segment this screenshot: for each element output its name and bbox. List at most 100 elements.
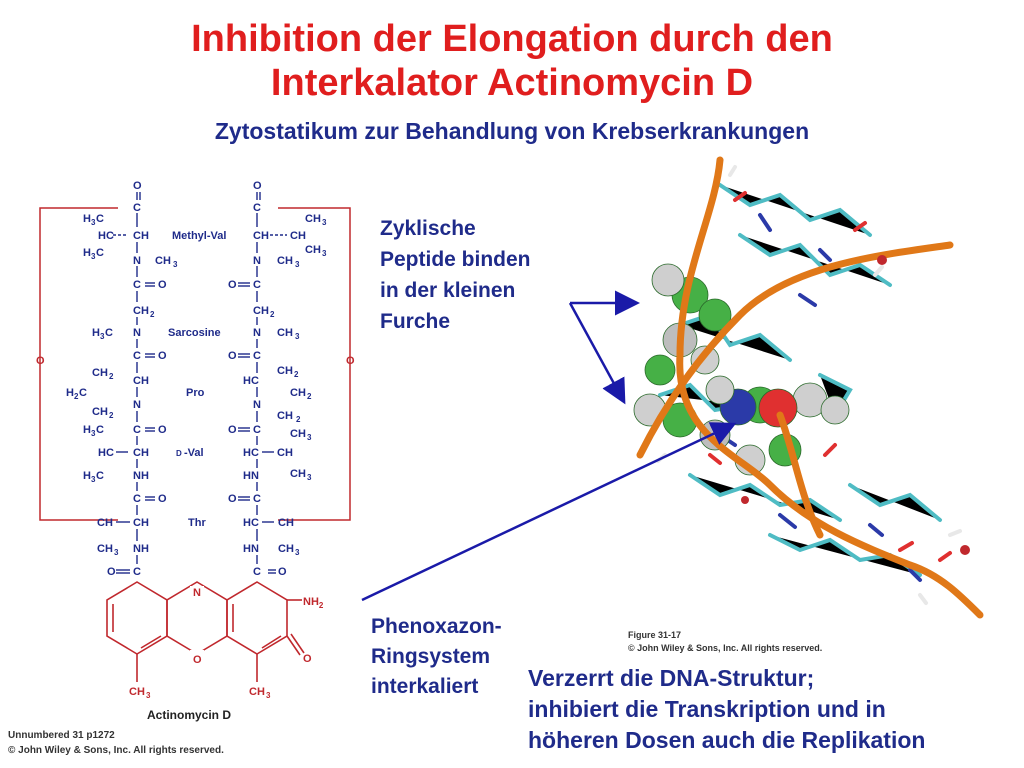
svg-text:N: N: [253, 327, 261, 339]
svg-text:2: 2: [307, 392, 312, 401]
svg-text:C: C: [133, 493, 141, 505]
svg-text:3: 3: [295, 260, 300, 269]
svg-text:CH: CH: [129, 686, 145, 698]
svg-text:2: 2: [150, 310, 155, 319]
svg-text:CH: CH: [133, 375, 149, 387]
svg-text:H: H: [83, 470, 91, 482]
svg-text:O: O: [228, 424, 237, 436]
svg-text:HC: HC: [98, 447, 114, 459]
svg-text:O: O: [278, 566, 287, 578]
structure-credit: Unnumbered 31 p1272 © John Wiley & Sons,…: [8, 730, 224, 756]
svg-text:3: 3: [114, 548, 119, 557]
svg-text:CH: CH: [277, 410, 293, 422]
residue-methylval: Methyl-Val: [172, 230, 226, 242]
compound-name: Actinomycin D: [147, 708, 231, 722]
ring-o-label: O: [193, 654, 202, 666]
svg-text:O: O: [158, 279, 167, 291]
svg-text:CH: CH: [277, 365, 293, 377]
svg-text:O: O: [158, 350, 167, 362]
svg-text:2: 2: [74, 392, 79, 401]
svg-text:CH: CH: [92, 406, 108, 418]
svg-text:3: 3: [322, 218, 327, 227]
svg-text:3: 3: [100, 332, 105, 341]
residue-thr: Thr: [188, 517, 206, 529]
svg-text:3: 3: [173, 260, 178, 269]
svg-text:3: 3: [295, 332, 300, 341]
svg-text:HC: HC: [243, 517, 259, 529]
svg-text:O: O: [107, 566, 116, 578]
svg-text:O: O: [158, 424, 167, 436]
svg-text:3: 3: [307, 433, 312, 442]
svg-text:CH: CH: [290, 428, 306, 440]
svg-text:C: C: [253, 279, 261, 291]
svg-text:CH: CH: [290, 387, 306, 399]
svg-text:CH: CH: [290, 468, 306, 480]
svg-text:C: C: [133, 202, 141, 214]
svg-text:C: C: [96, 470, 104, 482]
svg-text:3: 3: [91, 475, 96, 484]
svg-text:O: O: [228, 279, 237, 291]
svg-text:N: N: [253, 255, 261, 267]
svg-text:CH: CH: [277, 447, 293, 459]
svg-text:CH: CH: [278, 543, 294, 555]
svg-text:O: O: [228, 493, 237, 505]
svg-text:CH: CH: [277, 327, 293, 339]
svg-text:3: 3: [146, 691, 151, 700]
svg-text:NH: NH: [133, 470, 149, 482]
phenoxazone-annotation: Phenoxazon- Ringsystem interkaliert: [371, 615, 502, 698]
svg-text:O: O: [303, 653, 312, 665]
svg-text:CH: CH: [133, 517, 149, 529]
svg-text:N: N: [133, 327, 141, 339]
svg-text:N: N: [133, 255, 141, 267]
svg-text:C: C: [96, 213, 104, 225]
svg-text:H: H: [83, 247, 91, 259]
svg-text:NH: NH: [133, 543, 149, 555]
svg-text:CH: CH: [305, 213, 321, 225]
svg-text:C: C: [133, 424, 141, 436]
svg-text:O: O: [158, 493, 167, 505]
svg-text:3: 3: [91, 429, 96, 438]
svg-text:N: N: [133, 399, 141, 411]
svg-text:3: 3: [322, 249, 327, 258]
svg-text:2: 2: [270, 310, 275, 319]
svg-text:2: 2: [296, 415, 301, 424]
svg-text:2: 2: [109, 411, 114, 420]
subtitle: Zytostatikum zur Behandlung von Krebserk…: [214, 118, 810, 144]
svg-text:H: H: [83, 213, 91, 225]
svg-text:O: O: [253, 180, 262, 192]
svg-text:C: C: [253, 202, 261, 214]
svg-text:CH: CH: [290, 230, 306, 242]
svg-text:3: 3: [266, 691, 271, 700]
left-o-label: O: [36, 355, 45, 367]
svg-text:2: 2: [294, 370, 299, 379]
svg-text:CH: CH: [249, 686, 265, 698]
svg-text:O: O: [228, 350, 237, 362]
svg-text:HC: HC: [243, 375, 259, 387]
svg-text:C: C: [133, 350, 141, 362]
residue-pro: Pro: [186, 387, 205, 399]
svg-text:C: C: [96, 247, 104, 259]
svg-text:C: C: [96, 424, 104, 436]
svg-text:C: C: [253, 424, 261, 436]
effect-annotation: Verzerrt die DNA-Struktur; inhibiert die…: [528, 665, 926, 753]
svg-text:H: H: [92, 327, 100, 339]
dna-actinomycin-model: [633, 156, 984, 619]
svg-text:2: 2: [109, 372, 114, 381]
svg-text:CH: CH: [253, 230, 269, 242]
svg-text:CH: CH: [278, 517, 294, 529]
svg-text:CH: CH: [277, 255, 293, 267]
svg-text:C: C: [79, 387, 87, 399]
svg-text:C: C: [105, 327, 113, 339]
svg-text:C: C: [253, 350, 261, 362]
arrow-icon: [361, 290, 737, 602]
svg-text:CH: CH: [133, 230, 149, 242]
svg-text:H: H: [66, 387, 74, 399]
nh2-label: NH2: [303, 596, 324, 610]
svg-text:O: O: [133, 180, 142, 192]
svg-text:HN: HN: [243, 470, 259, 482]
svg-text:CH: CH: [305, 244, 321, 256]
svg-text:3: 3: [91, 252, 96, 261]
svg-text:CH: CH: [133, 447, 149, 459]
svg-text:C: C: [253, 493, 261, 505]
